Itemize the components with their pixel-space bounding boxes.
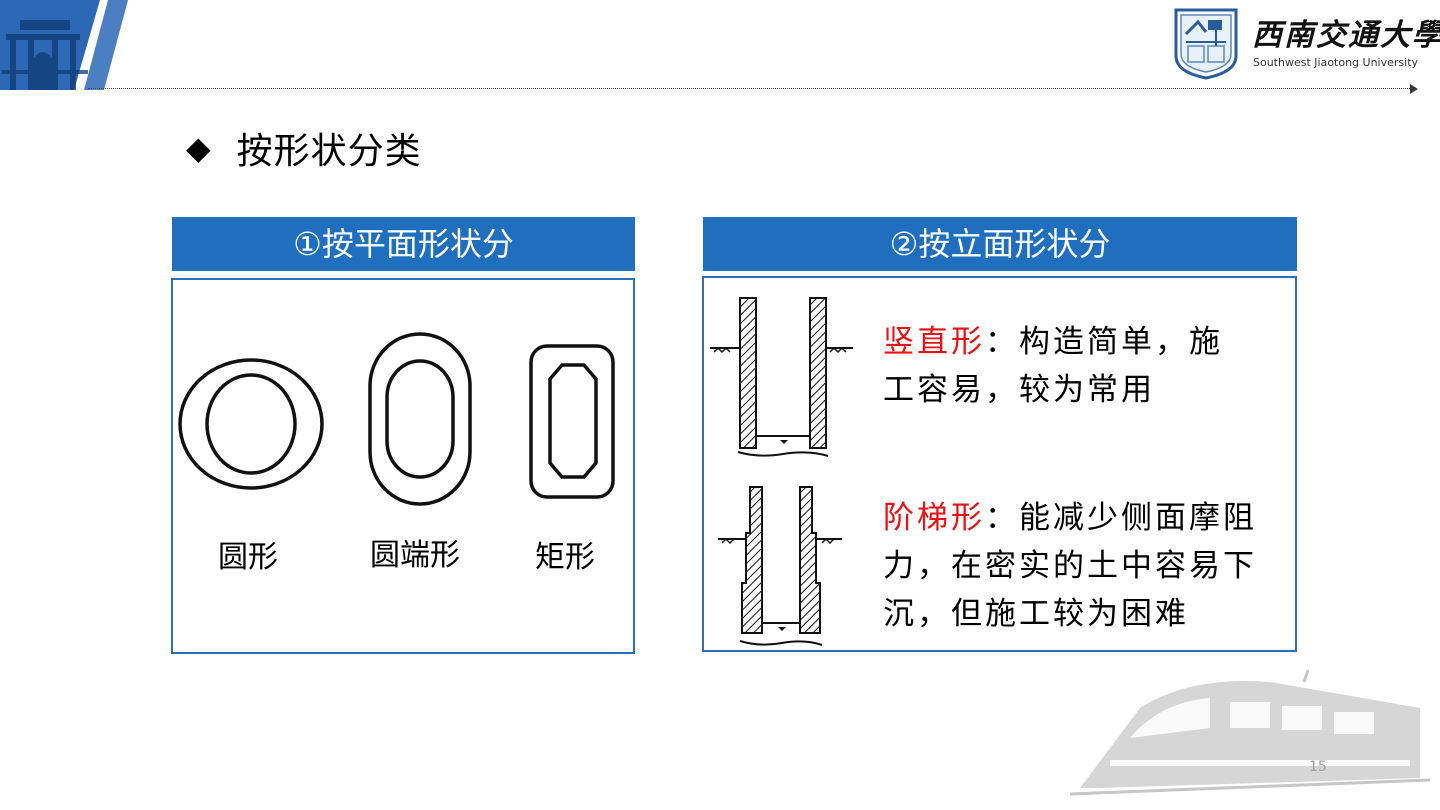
plan-shape-panel xyxy=(171,278,635,654)
page-number: 15 xyxy=(1309,759,1327,775)
stepped-caisson-elevation-icon xyxy=(718,486,842,646)
stepped-shape-line-3: 沉，但施工较为困难 xyxy=(883,596,1189,632)
vertical-caisson-elevation-icon xyxy=(710,297,853,457)
vertical-shape-term: 竖直形 xyxy=(883,324,985,360)
rule-arrow-icon xyxy=(1410,84,1418,94)
university-gate-banner xyxy=(0,0,128,90)
vertical-shape-description: 竖直形：构造简单，施 工容易，较为常用 xyxy=(883,318,1283,414)
university-name-cn: 西南交通大學 xyxy=(1252,18,1440,53)
vertical-shape-line-1: 竖直形：构造简单，施 xyxy=(883,324,1223,360)
circular-caisson-plan-icon xyxy=(178,358,324,490)
university-name-en: Southwest Jiaotong University xyxy=(1253,56,1419,69)
section-heading: ◆ 按形状分类 xyxy=(186,124,422,172)
elevation-shape-panel-title: ②按立面形状分 xyxy=(703,217,1297,271)
train-watermark-icon xyxy=(1070,669,1430,796)
shape-label-circular: 圆形 xyxy=(218,540,278,575)
shape-label-rectangular: 矩形 xyxy=(535,540,595,575)
stepped-shape-term: 阶梯形 xyxy=(883,500,985,536)
section-heading-text: 按形状分类 xyxy=(236,131,422,172)
stepped-shape-line-1: 阶梯形：能减少侧面摩阻 xyxy=(883,500,1257,536)
vertical-shape-line-2: 工容易，较为常用 xyxy=(883,372,1155,408)
round-end-caisson-plan-icon xyxy=(368,332,472,506)
header-dotted-rule xyxy=(88,88,1410,89)
rectangular-caisson-plan-icon xyxy=(529,344,615,499)
elevation-shape-panel xyxy=(702,276,1297,652)
stepped-shape-line-2: 力，在密实的土中容易下 xyxy=(883,548,1257,584)
plan-shape-panel-title: ①按平面形状分 xyxy=(172,217,635,271)
shape-label-round-end: 圆端形 xyxy=(370,538,460,573)
university-emblem-icon xyxy=(1174,8,1238,80)
diamond-bullet-icon: ◆ xyxy=(186,129,211,167)
stepped-shape-description: 阶梯形：能减少侧面摩阻 力，在密实的土中容易下 沉，但施工较为困难 xyxy=(883,494,1293,638)
